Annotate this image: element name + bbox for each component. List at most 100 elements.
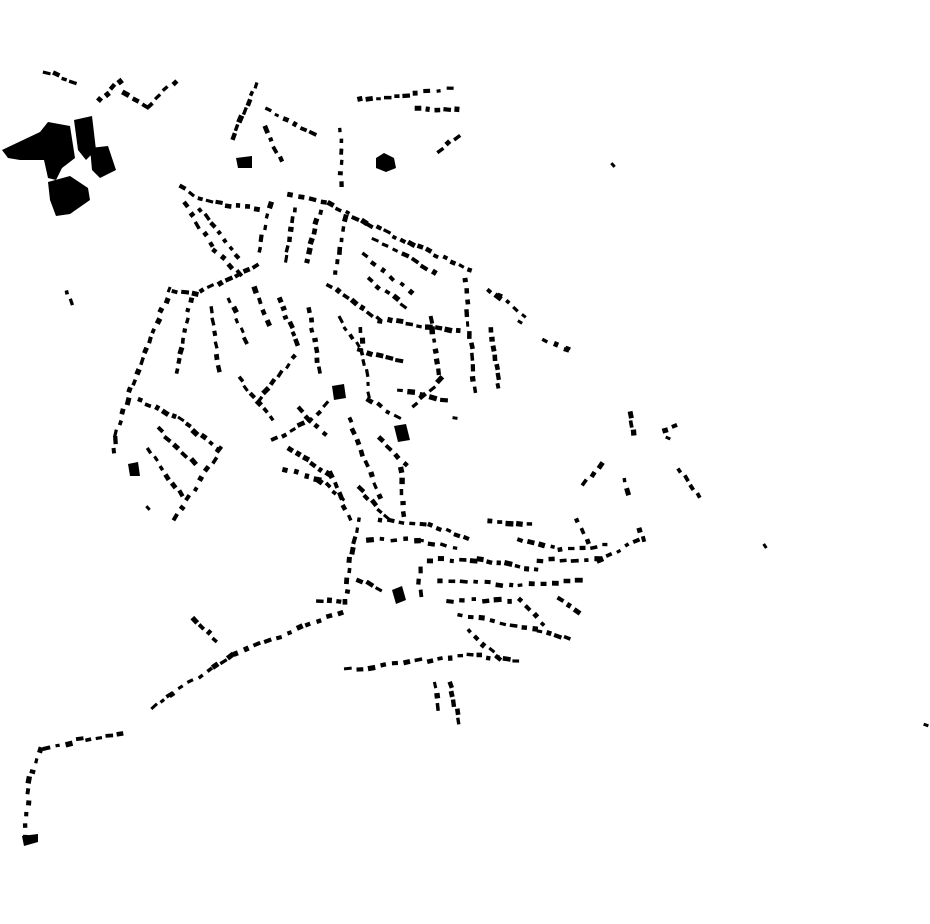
- building: [42, 70, 51, 76]
- building: [176, 357, 182, 365]
- building: [469, 342, 475, 350]
- building: [572, 607, 582, 616]
- building: [403, 536, 409, 542]
- building: [432, 681, 438, 689]
- building: [141, 102, 151, 111]
- building: [260, 308, 267, 316]
- building: [25, 800, 32, 806]
- building: [376, 435, 386, 444]
- building: [402, 659, 411, 666]
- building: [437, 556, 445, 562]
- building: [306, 306, 312, 314]
- building: [574, 577, 583, 583]
- building: [177, 489, 185, 498]
- building: [221, 237, 228, 244]
- building: [584, 538, 591, 545]
- building: [331, 489, 338, 496]
- building: [293, 338, 301, 347]
- building: [365, 350, 374, 358]
- building: [280, 305, 287, 312]
- building: [177, 415, 185, 423]
- building: [307, 237, 315, 245]
- building: [193, 220, 201, 230]
- building: [261, 386, 271, 396]
- building: [95, 736, 103, 741]
- building: [338, 127, 342, 133]
- building: [661, 427, 669, 434]
- building: [197, 475, 205, 482]
- building: [399, 302, 408, 310]
- building: [171, 413, 177, 420]
- building: [359, 337, 366, 344]
- building: [444, 326, 453, 334]
- building: [337, 491, 345, 501]
- building: [163, 434, 172, 444]
- building: [628, 420, 634, 428]
- building: [153, 93, 162, 101]
- building: [364, 368, 370, 378]
- building: [512, 659, 520, 663]
- building: [624, 542, 630, 548]
- building: [616, 548, 622, 554]
- building: [368, 471, 375, 478]
- building: [481, 598, 490, 604]
- building: [508, 582, 514, 588]
- building: [326, 470, 335, 480]
- building: [410, 256, 420, 265]
- building: [154, 404, 161, 412]
- building: [285, 362, 291, 370]
- building: [443, 107, 452, 113]
- building: [683, 474, 690, 483]
- building: [270, 435, 279, 442]
- building: [286, 191, 294, 198]
- building: [241, 106, 248, 116]
- building: [394, 94, 400, 99]
- building: [268, 136, 274, 143]
- building: [341, 226, 346, 232]
- building: [208, 241, 215, 248]
- building: [426, 558, 434, 564]
- building: [419, 391, 426, 398]
- building: [470, 364, 476, 372]
- building: [189, 457, 199, 467]
- building: [211, 456, 219, 465]
- building: [237, 375, 245, 383]
- building: [366, 391, 371, 399]
- building: [437, 578, 443, 584]
- building: [159, 698, 166, 704]
- building: [395, 318, 404, 325]
- building: [346, 556, 352, 564]
- building: [146, 101, 154, 109]
- building: [163, 473, 171, 482]
- building: [640, 535, 647, 543]
- building: [386, 517, 395, 524]
- building: [171, 288, 178, 295]
- building: [361, 358, 366, 367]
- building: [226, 262, 235, 271]
- building: [282, 116, 290, 123]
- building: [676, 467, 683, 474]
- building: [432, 348, 439, 355]
- building: [282, 314, 289, 321]
- building: [342, 325, 348, 332]
- building: [64, 740, 74, 748]
- building: [142, 346, 149, 355]
- building: [236, 156, 252, 168]
- building: [308, 460, 317, 469]
- building: [447, 680, 454, 689]
- building: [206, 283, 215, 289]
- building: [308, 317, 315, 323]
- building: [610, 162, 616, 168]
- building: [473, 579, 479, 584]
- building: [184, 421, 192, 429]
- building: [386, 316, 394, 324]
- building: [205, 198, 214, 204]
- building: [284, 244, 290, 253]
- building: [485, 559, 493, 565]
- building: [469, 375, 476, 382]
- building: [432, 253, 439, 260]
- building: [405, 321, 414, 327]
- building: [363, 459, 370, 468]
- building: [150, 328, 156, 334]
